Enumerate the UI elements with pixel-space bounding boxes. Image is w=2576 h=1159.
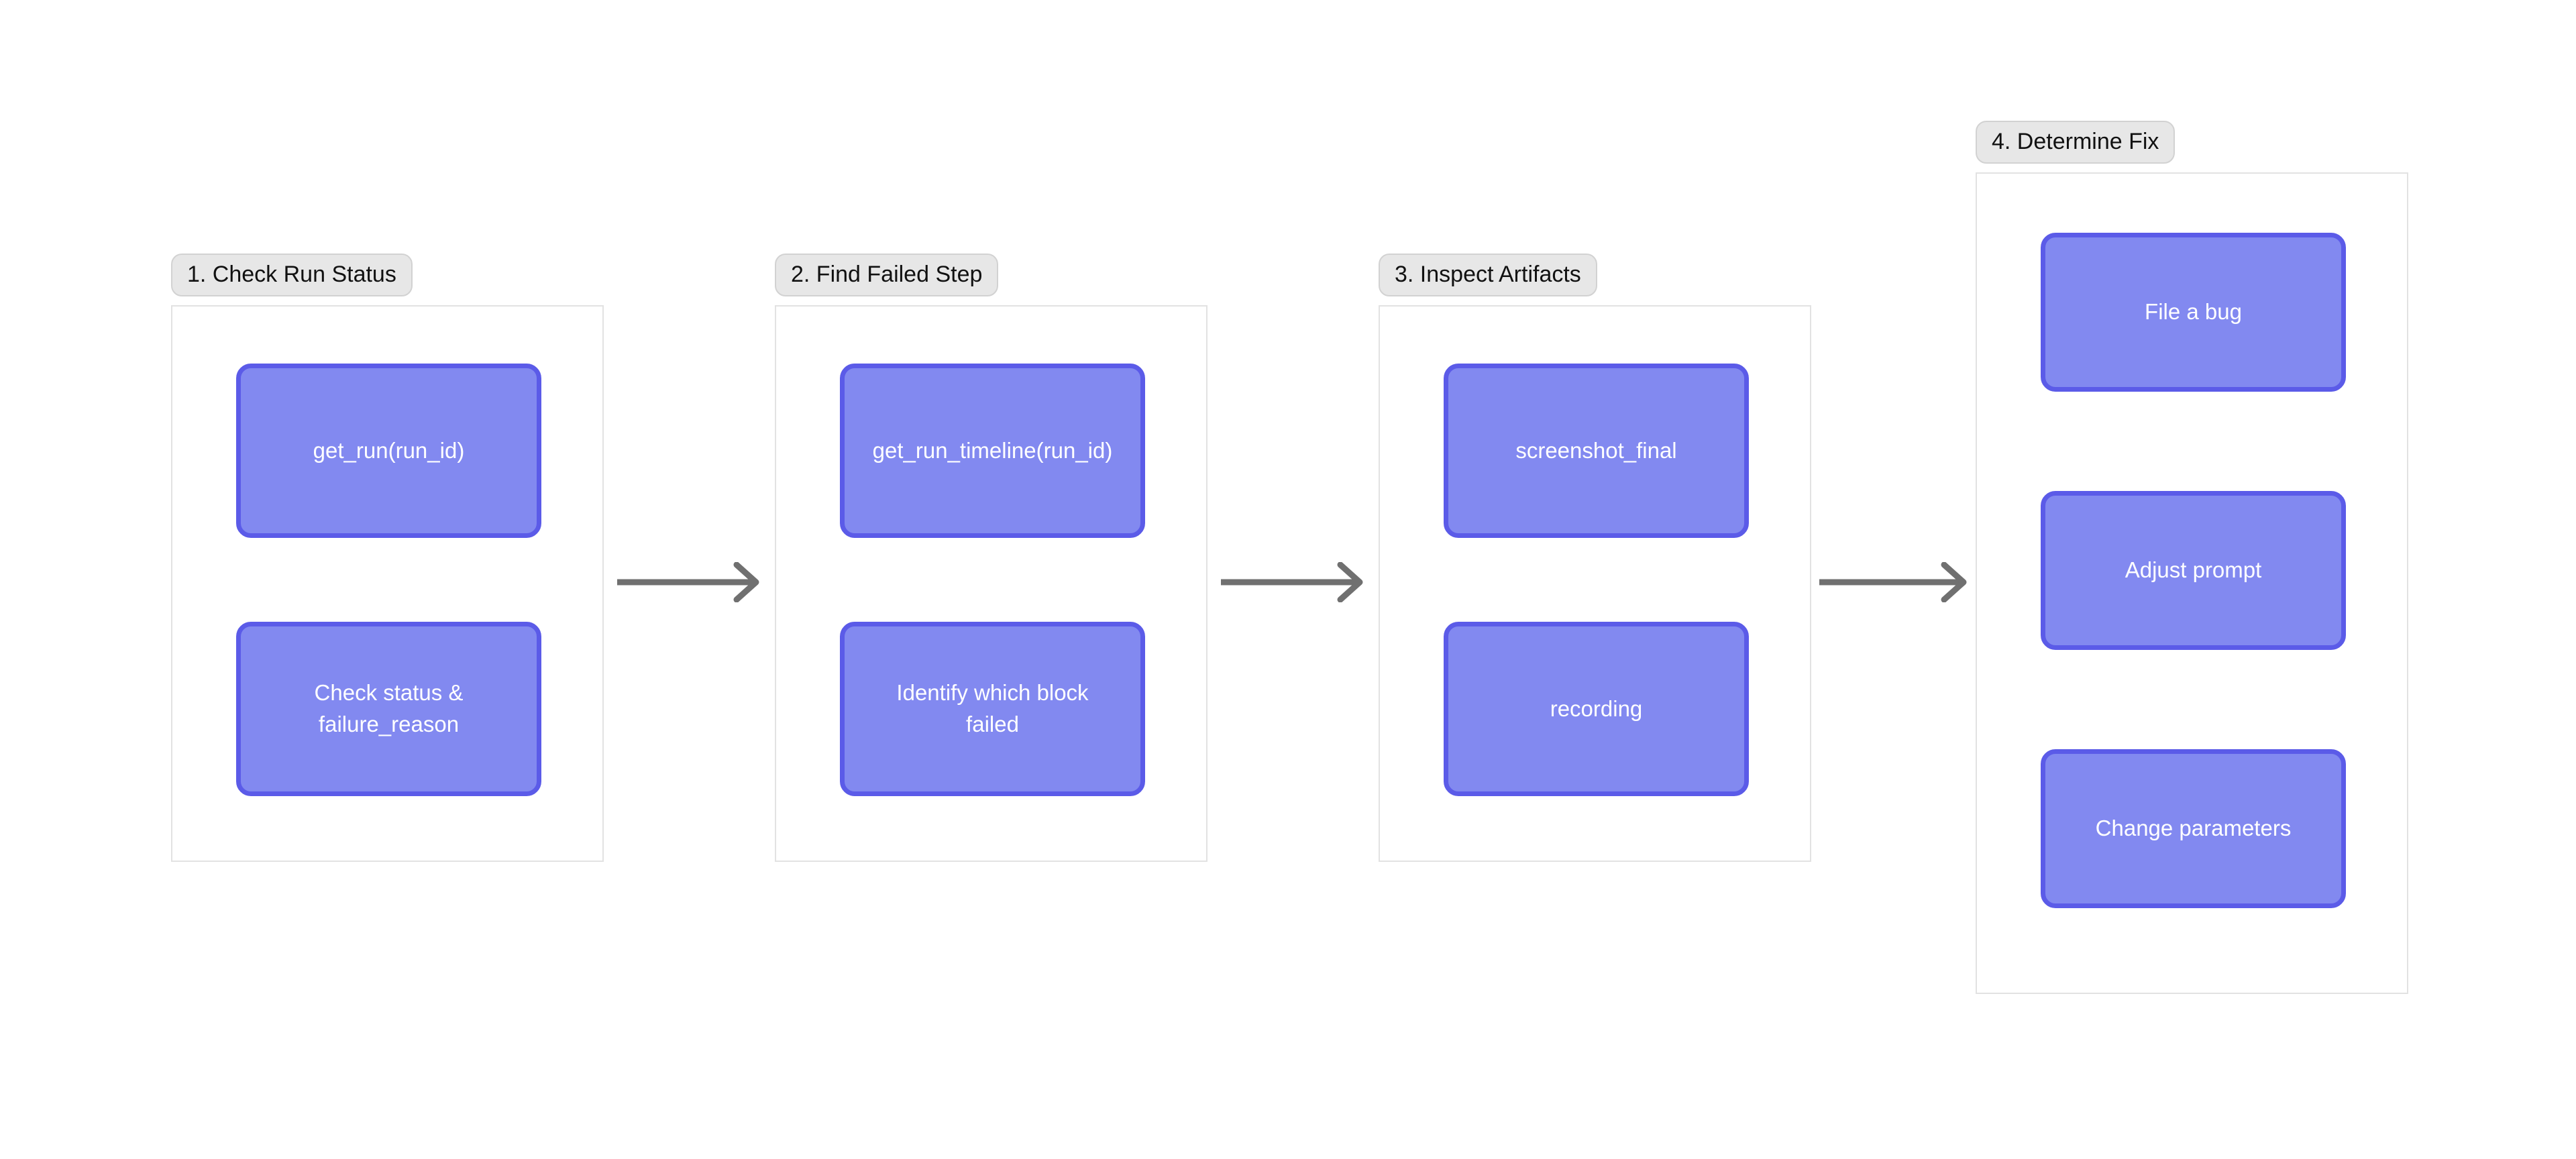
node-file-a-bug[interactable]: File a bug [2041,233,2346,392]
group-panel-3: screenshot_final recording [1379,305,1811,862]
node-change-parameters[interactable]: Change parameters [2041,749,2346,908]
node-check-status[interactable]: Check status & failure_reason [236,622,541,796]
node-label: recording [1550,696,1643,721]
arrow-group2-to-group3 [1221,562,1368,602]
node-label: File a bug [2145,299,2242,325]
node-recording[interactable]: recording [1444,622,1749,796]
group-label-4: 4. Determine Fix [1976,121,2176,164]
node-screenshot-final[interactable]: screenshot_final [1444,364,1749,538]
group-panel-2: get_run_timeline(run_id) Identify which … [775,305,1208,862]
node-get-run-timeline[interactable]: get_run_timeline(run_id) [840,364,1145,538]
group-panel-4: File a bug Adjust prompt Change paramete… [1976,172,2408,994]
node-adjust-prompt[interactable]: Adjust prompt [2041,491,2346,650]
group-label-2: 2. Find Failed Step [775,254,999,296]
arrow-group3-to-group4 [1819,562,1972,602]
node-label: Change parameters [2095,816,2292,841]
arrow-group1-to-group2 [617,562,765,602]
node-label: get_run_timeline(run_id) [872,437,1113,463]
node-label: Identify which block failed [896,680,1089,736]
node-identify-block[interactable]: Identify which block failed [840,622,1145,796]
group-label-3: 3. Inspect Artifacts [1379,254,1597,296]
node-get-run[interactable]: get_run(run_id) [236,364,541,538]
group-label-1: 1. Check Run Status [171,254,413,296]
node-label: Check status & failure_reason [314,680,464,736]
group-panel-1: get_run(run_id) Check status & failure_r… [171,305,604,862]
node-label: Adjust prompt [2125,557,2262,583]
node-label: screenshot_final [1515,437,1677,463]
node-label: get_run(run_id) [313,437,465,463]
